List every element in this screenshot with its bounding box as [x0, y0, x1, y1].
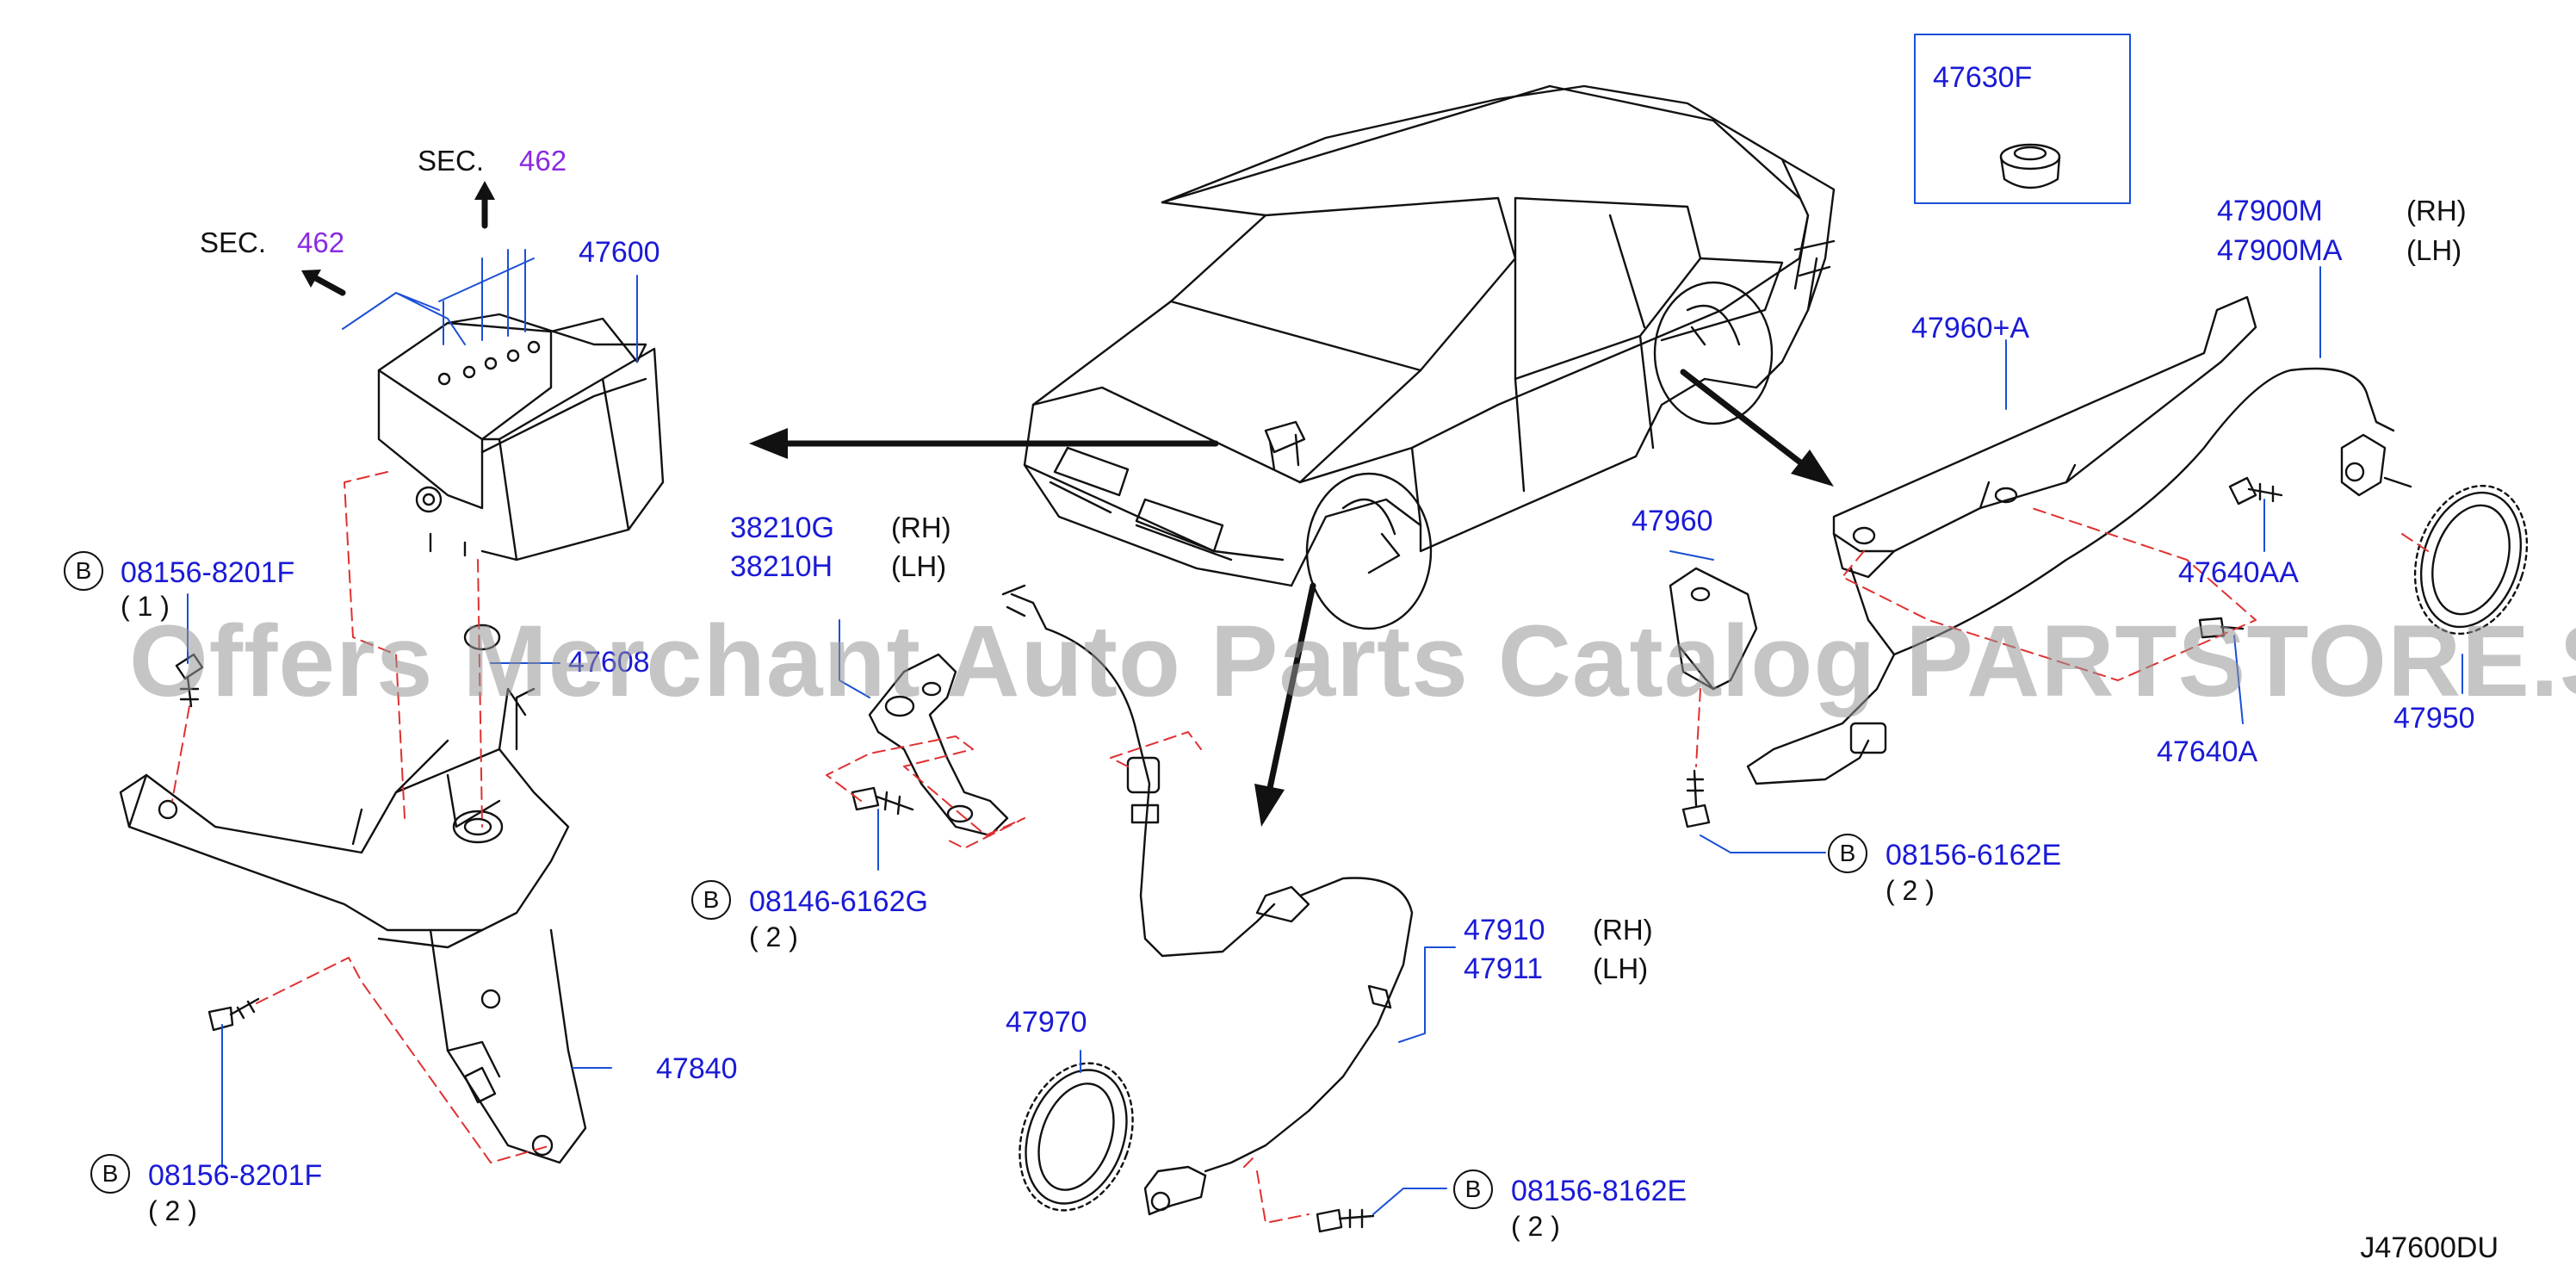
- part-link-47970[interactable]: 47970: [1006, 1006, 1087, 1039]
- bolt-badge-b: B: [64, 551, 103, 591]
- part-link-47608[interactable]: 47608: [568, 646, 650, 679]
- diagram-code: J47600DU: [2360, 1231, 2499, 1264]
- leader-lines: [187, 249, 2463, 1215]
- bolt-icons: [175, 476, 2283, 1233]
- part-link-38210h[interactable]: 38210H: [730, 550, 833, 583]
- side-rh-38210g: (RH): [891, 512, 951, 543]
- part-link-38210g[interactable]: 38210G: [730, 512, 834, 544]
- section-ref-link-left[interactable]: 462: [297, 226, 345, 258]
- part-link-47640a[interactable]: 47640A: [2157, 735, 2258, 768]
- part-link-47600[interactable]: 47600: [579, 236, 660, 269]
- section-ref-prefix-top: SEC.: [418, 145, 485, 177]
- grommet-callout-box: [1914, 34, 2131, 204]
- part-link-47630f[interactable]: 47630F: [1933, 61, 2033, 94]
- actuator-bracket: [119, 623, 587, 1164]
- rear-tone-ring: [2413, 484, 2529, 636]
- abs-actuator: [377, 313, 665, 561]
- watermark: Offers Merchant Auto Parts Catalog PARTS…: [129, 605, 2576, 718]
- bolt-badge-b: B: [1828, 834, 1867, 873]
- part-link-47950[interactable]: 47950: [2393, 702, 2475, 735]
- rear-wheel-sensor-harness: [1746, 367, 2412, 785]
- bolt-qty: ( 2 ): [1886, 875, 1935, 906]
- side-rh-47910: (RH): [1593, 914, 1653, 946]
- part-link-47900m[interactable]: 47900M: [2217, 195, 2323, 227]
- vehicle-illustration: [1023, 84, 1836, 630]
- part-link-47910[interactable]: 47910: [1464, 914, 1545, 946]
- bolt-qty: ( 2 ): [1511, 1211, 1560, 1242]
- part-link-47960[interactable]: 47960: [1632, 505, 1713, 537]
- grommet: [1999, 143, 2061, 189]
- rear-sensor-bracket-small: [1669, 567, 1758, 691]
- part-link-47911[interactable]: 47911: [1464, 952, 1544, 985]
- front-wheel-sensor-harness: [1001, 584, 1414, 1216]
- part-link-08146-6162g[interactable]: 08146-6162G: [749, 885, 928, 918]
- part-link-08156-6162e[interactable]: 08156-6162E: [1886, 839, 2062, 872]
- side-rh-47900m: (RH): [2406, 195, 2467, 226]
- part-link-47640aa[interactable]: 47640AA: [2178, 556, 2299, 589]
- bolt-badge-b: B: [691, 880, 731, 920]
- callout-arrows: [301, 181, 1834, 827]
- section-ref-prefix-left: SEC.: [200, 226, 267, 258]
- part-link-08156-8201f-2[interactable]: 08156-8201F: [148, 1159, 323, 1192]
- side-lh-47900ma: (LH): [2406, 234, 2462, 266]
- sensor-bracket-front: [868, 653, 1009, 837]
- bolt-badge-b: B: [90, 1154, 130, 1194]
- rear-sensor-bracket: [1832, 295, 2257, 579]
- section-ref-link-top[interactable]: 462: [519, 145, 567, 177]
- part-link-47840[interactable]: 47840: [656, 1052, 738, 1085]
- part-link-47900ma[interactable]: 47900MA: [2217, 234, 2343, 267]
- front-tone-ring: [1019, 1062, 1134, 1212]
- bolt-qty: ( 2 ): [749, 921, 798, 952]
- bolt-qty: ( 2 ): [148, 1195, 197, 1226]
- part-link-08156-8201f-1[interactable]: 08156-8201F: [121, 556, 295, 589]
- side-lh-47911: (LH): [1593, 952, 1649, 984]
- assembly-dashed-lines: [171, 471, 2429, 1224]
- bolt-qty: ( 1 ): [121, 591, 170, 622]
- bolt-badge-b: B: [1453, 1169, 1493, 1209]
- part-link-08156-8162e[interactable]: 08156-8162E: [1511, 1175, 1687, 1207]
- side-lh-38210h: (LH): [891, 550, 947, 582]
- part-link-47960a[interactable]: 47960+A: [1911, 312, 2030, 344]
